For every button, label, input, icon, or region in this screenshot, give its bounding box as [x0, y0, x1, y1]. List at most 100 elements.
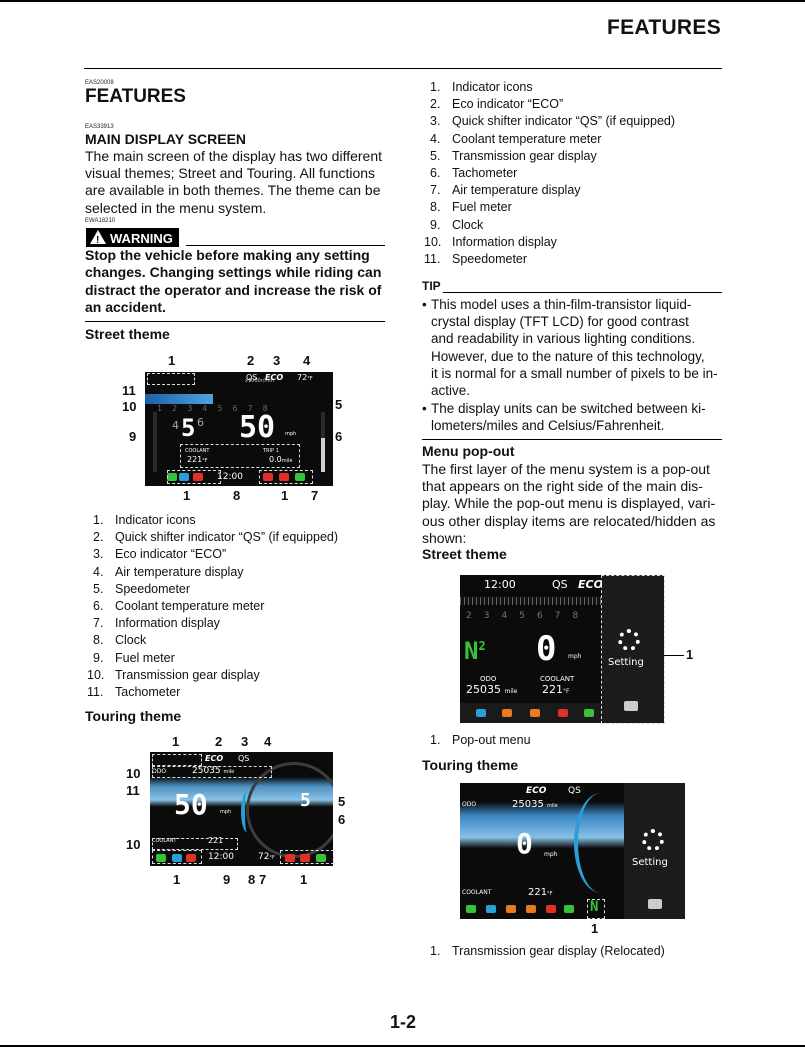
callout-label: 10	[122, 399, 137, 414]
callout-box	[601, 575, 665, 724]
callout-label: 1	[172, 734, 180, 749]
list-item: 9.Clock	[430, 217, 484, 232]
tip-rule	[443, 292, 722, 293]
coolant-warning-icon	[546, 905, 556, 913]
engine-icon	[263, 473, 273, 481]
callout-label: 4	[303, 353, 311, 368]
high-beam-icon	[486, 905, 496, 913]
air-temp-display: 72°F	[297, 373, 313, 382]
text-line: changes. Changing settings while riding …	[85, 264, 382, 281]
text-line: The first layer of the menu system is a …	[422, 461, 710, 477]
tachometer-bar	[145, 394, 213, 404]
engine-icon	[526, 905, 536, 913]
text-line: that appears on the right side of the ma…	[422, 478, 703, 495]
callout-label: 9	[129, 429, 137, 444]
coolant-label: COOLANT	[462, 889, 492, 896]
odo-value: 25035 mile	[192, 766, 235, 776]
callout-label: 2	[247, 353, 255, 368]
turn-signal-icon	[564, 905, 574, 913]
main-display-list: 1.Indicator icons 2.Eco indicator “ECO” …	[422, 79, 722, 268]
popout-touring-heading: Touring theme	[422, 757, 519, 773]
list-item: 7.Information display	[93, 616, 220, 631]
tip-end-rule	[422, 439, 722, 440]
speed-unit: mph	[544, 851, 558, 858]
callout-box	[280, 850, 334, 864]
callout-label: 1	[591, 921, 599, 936]
trip-value: 0.0mile	[269, 455, 293, 464]
odo-value: 25035 mile	[512, 799, 558, 810]
list-item: 1.Indicator icons	[430, 80, 533, 94]
doc-code: EAS33913	[85, 124, 114, 130]
callout-label: 3	[273, 353, 281, 368]
rpm-label: x1000r/min	[245, 378, 274, 384]
speedometer: 0	[536, 629, 557, 669]
qs-indicator: QS	[238, 754, 250, 763]
tachometer-bar	[460, 597, 602, 605]
turn-signal-icon	[584, 709, 594, 717]
list-item: 1.Indicator icons	[93, 513, 196, 527]
turn-signal-icon	[295, 473, 305, 481]
text-line: The main screen of the display has two d…	[85, 148, 383, 164]
popout-touring-screen: ECO QS ODO 25035 mile 0 mph COOLANT 221°…	[460, 783, 685, 919]
intro-paragraph: The main screen of the display has two d…	[85, 148, 385, 217]
trip-label: TRIP 1	[263, 448, 279, 454]
oil-icon	[506, 905, 516, 913]
coolant-value: 221	[208, 836, 224, 845]
coolant-meter	[321, 412, 325, 472]
odo-value: 25035 mile	[466, 683, 518, 696]
popout-menu-panel[interactable]: Setting	[624, 783, 685, 919]
doc-code: EWA18210	[85, 218, 116, 224]
gear-icon	[618, 629, 640, 651]
tach-ticks: 12345678	[157, 404, 278, 413]
qs-indicator: QS	[246, 373, 258, 382]
clock: 12:00	[208, 852, 234, 862]
odo-label: ODO	[480, 675, 497, 683]
text-line: Stop the vehicle before making any setti…	[85, 247, 370, 263]
odo-label: ODO	[152, 768, 167, 775]
callout-label: 8	[248, 872, 256, 887]
speed-unit: mph	[568, 653, 582, 660]
air-temp-display: 72°F	[258, 852, 275, 862]
callout-label: 6	[338, 812, 346, 827]
callout-label: 1	[168, 353, 176, 368]
street-display-screen: x1000r/min 12345678 QS ECO 72°F 4 5 6 50…	[145, 372, 333, 486]
callout-label: 5	[335, 397, 343, 412]
list-item: 3.Quick shifter indicator “QS” (if equip…	[430, 114, 676, 129]
callout-label: 4	[264, 734, 272, 749]
eco-indicator: ECO	[578, 578, 603, 591]
list-item: 11.Speedometer	[424, 252, 528, 267]
coolant-warning-icon	[279, 473, 289, 481]
callout-label: 1	[686, 647, 694, 662]
coolant-label: COOLANT	[185, 448, 210, 454]
doc-code: EAS20008	[85, 80, 114, 86]
coolant-meter	[574, 793, 628, 893]
speedometer: 50	[239, 410, 276, 445]
list-item: 1.Transmission gear display (Relocated)	[430, 944, 665, 958]
turn-signal-icon	[167, 473, 177, 481]
list-item: 8.Fuel meter	[430, 200, 512, 215]
list-item: 6.Coolant temperature meter	[93, 599, 265, 614]
popout-street-screen: 12:00 QS ECO 2345678 N2 0 mph ODO 25035 …	[460, 575, 664, 723]
touring-display-screen: ECO QS ODO 25035 mile 50 mph 5 COOLANT 2…	[150, 752, 333, 866]
warning-label: WARNING	[110, 231, 173, 246]
odo-label: ODO	[462, 801, 477, 808]
setting-label: Setting	[632, 857, 668, 868]
list-item: 10.Information display	[424, 234, 557, 249]
text-line: distract the operator and increase the r…	[85, 281, 382, 298]
speed-unit: mph	[220, 809, 232, 815]
list-item: 1.Pop-out menu	[430, 733, 531, 747]
callout-box	[167, 470, 221, 484]
subsection-title: MAIN DISPLAY SCREEN	[85, 131, 247, 147]
coolant-value: 221°F	[528, 887, 553, 898]
menu-popout-heading: Menu pop-out	[422, 443, 515, 459]
turn-signal-icon	[466, 905, 476, 913]
high-beam-icon	[172, 854, 182, 862]
callout-label: 6	[335, 429, 343, 444]
text-line: are available in both themes. The theme …	[85, 182, 381, 199]
popout-menu-panel[interactable]: Setting	[602, 575, 664, 723]
oil-icon	[502, 709, 512, 717]
callout-label: 10	[126, 837, 141, 852]
list-item: 4.Coolant temperature meter	[430, 131, 602, 146]
section-title: FEATURES	[85, 86, 186, 107]
page-header-title: FEATURES	[606, 16, 721, 39]
